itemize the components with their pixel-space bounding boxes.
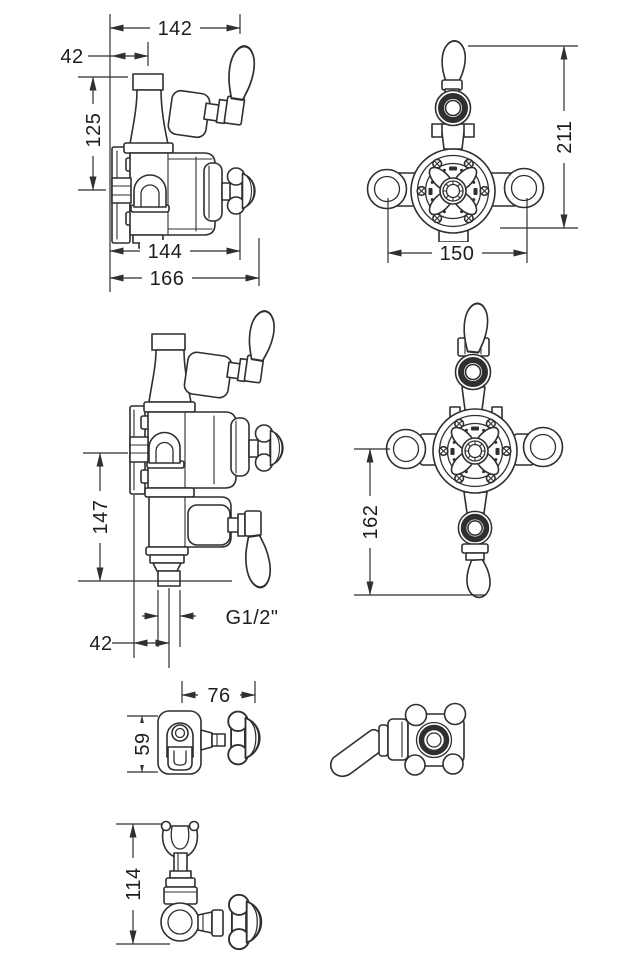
outlet-elbow bbox=[111, 174, 170, 213]
side-outlet-elbow bbox=[129, 431, 185, 469]
valve-body bbox=[129, 152, 216, 249]
view-valve-plan bbox=[329, 702, 467, 778]
dim-label-150: 150 bbox=[440, 243, 475, 265]
lever-handle bbox=[223, 43, 259, 103]
dim-label-142: 142 bbox=[158, 18, 193, 40]
cradle-stem bbox=[163, 852, 198, 905]
view-single-valve-side bbox=[111, 43, 259, 249]
flow-ring bbox=[436, 91, 471, 126]
dims-single-front: 211 150 bbox=[387, 45, 578, 265]
thermostatic-dial bbox=[433, 409, 517, 493]
dim-label-147: 147 bbox=[90, 500, 112, 535]
bottom-flow-ring bbox=[458, 511, 491, 544]
lever-collar-discs bbox=[378, 718, 409, 761]
lever-handle bbox=[439, 39, 468, 96]
view-cradle-side bbox=[160, 820, 263, 951]
dim-label-76: 76 bbox=[207, 685, 230, 707]
left-union bbox=[366, 168, 408, 210]
left-union bbox=[385, 428, 427, 470]
dim-label-42-outlet: 42 bbox=[89, 633, 112, 655]
cradle-valve-body bbox=[160, 902, 200, 942]
top-cartridge-and-lever bbox=[167, 43, 259, 139]
dims-single-side: 142 42 125 144 166 bbox=[60, 14, 260, 292]
right-union bbox=[503, 167, 545, 209]
view-twin-valve-side bbox=[129, 307, 284, 591]
dim-label-59: 59 bbox=[132, 732, 154, 755]
thermostatic-dial bbox=[411, 149, 495, 233]
dims-bracket-plan: 76 59 bbox=[127, 681, 256, 773]
top-cartridge-and-lever bbox=[183, 307, 279, 399]
bottom-outlet bbox=[145, 546, 189, 587]
temperature-crosshead bbox=[203, 162, 256, 222]
neck-tab-left bbox=[431, 123, 443, 138]
crosshead-plan bbox=[404, 702, 467, 776]
dims-cradle-side: 114 bbox=[116, 823, 170, 945]
dim-label-211: 211 bbox=[554, 120, 576, 153]
dim-label-166: 166 bbox=[150, 268, 185, 290]
handset-cradle bbox=[160, 820, 200, 859]
dim-label-114: 114 bbox=[123, 867, 145, 900]
temperature-crosshead bbox=[230, 417, 284, 477]
valve-top-column bbox=[123, 73, 174, 154]
dim-label-144: 144 bbox=[148, 241, 183, 263]
top-neck bbox=[440, 123, 466, 150]
bottom-neck bbox=[463, 491, 488, 514]
bracket-crosshead bbox=[200, 710, 261, 766]
valve-top-column bbox=[143, 333, 196, 413]
top-flow-ring bbox=[456, 355, 491, 390]
cradle-crosshead bbox=[197, 893, 263, 951]
right-union bbox=[522, 426, 564, 468]
dims-twin-front: 162 bbox=[354, 448, 486, 596]
view-twin-valve-front bbox=[385, 301, 564, 600]
dim-label-42-wall: 42 bbox=[60, 46, 83, 68]
view-single-valve-front bbox=[366, 39, 545, 243]
top-lever bbox=[457, 301, 491, 357]
valve-body-upper bbox=[147, 411, 237, 489]
dims-twin-side: 147 G1/2" 42 bbox=[78, 452, 279, 668]
bottom-cartridge-and-lever bbox=[187, 504, 274, 591]
top-neck bbox=[461, 386, 486, 411]
dim-label-outlet-thread: G1/2" bbox=[226, 607, 279, 629]
bottom-lever bbox=[461, 543, 492, 600]
view-bracket-plan bbox=[157, 710, 261, 775]
dim-label-162: 162 bbox=[360, 505, 382, 540]
dim-label-125: 125 bbox=[83, 113, 105, 148]
bracket-cup bbox=[167, 746, 193, 771]
neck-tab-right bbox=[463, 123, 475, 138]
